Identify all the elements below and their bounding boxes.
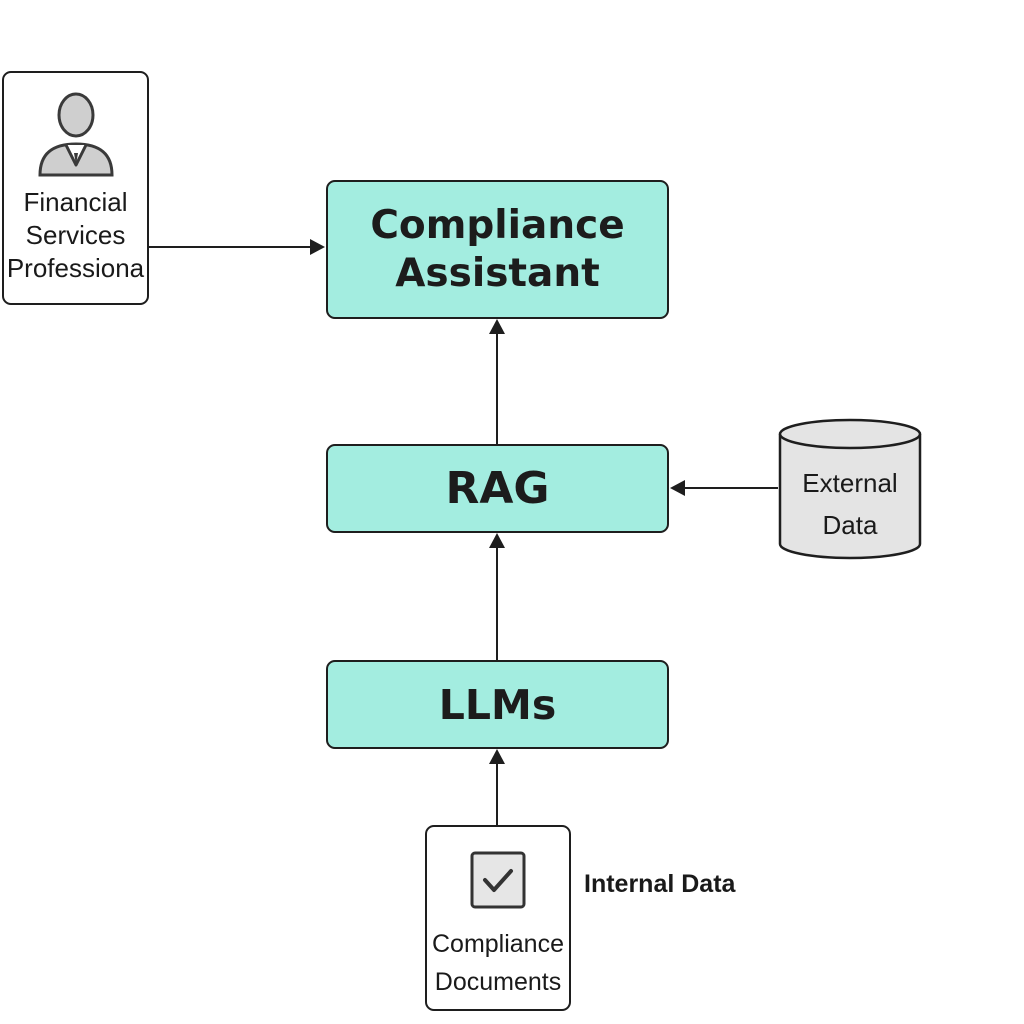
external-label-line: External [802,468,898,498]
arrowhead [489,319,505,334]
internal-data-label: Internal Data [584,870,736,898]
user-label-line: Professiona [6,253,145,283]
arrowhead [489,749,505,764]
checkbox-icon [470,851,526,909]
arrowhead [310,239,325,255]
external-data-node: External Data [778,418,922,560]
assistant-label-line: Assistant [395,250,600,296]
person-icon [37,92,114,177]
documents-label: Compliance Documents [432,925,564,1001]
assistant-label-line: Compliance [370,202,625,248]
database-icon [778,418,922,560]
arrowhead [489,533,505,548]
documents-label-line: Compliance [431,930,564,958]
arrowhead [670,480,685,496]
documents-label-line: Documents [434,968,562,996]
user-label-line: Services [25,220,126,250]
external-data-label: External Data [778,462,922,546]
user-node: Financial Services Professiona [2,71,149,305]
compliance-documents-node: Compliance Documents [425,825,571,1011]
rag-label: RAG [445,463,550,514]
rag-node: RAG [326,444,669,533]
llms-node: LLMs [326,660,669,749]
external-label-line: Data [822,510,878,540]
compliance-assistant-node: Compliance Assistant [326,180,669,319]
user-label-line: Financial [23,187,128,217]
llms-label: LLMs [438,680,557,729]
user-label: Financial Services Professiona [7,186,144,285]
